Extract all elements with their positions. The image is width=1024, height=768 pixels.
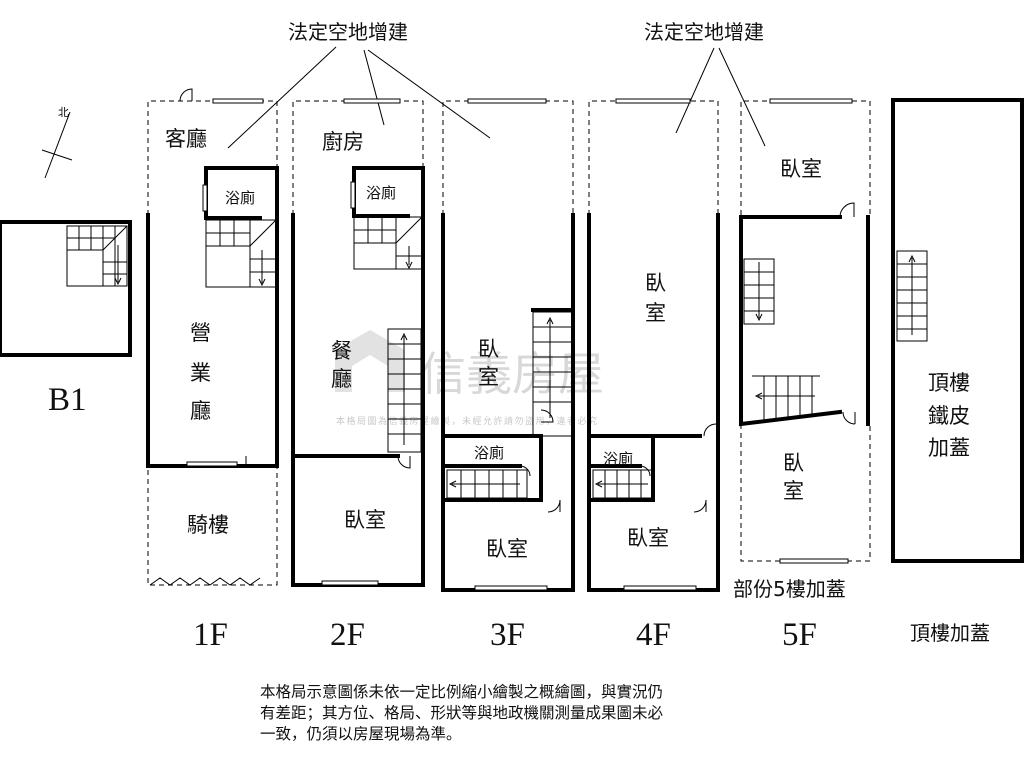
partial-5f-label: 部份5樓加蓋 [733, 577, 846, 601]
stairs-b1 [66, 225, 128, 287]
room-3f-bedroom-top-2: 室 [478, 365, 499, 389]
room-1f-arcade: 騎樓 [187, 513, 229, 537]
compass-north-label: 北 [58, 106, 69, 119]
plan-3f: 臥 室 浴廁 臥室 3F [441, 98, 575, 653]
room-roof-line-1: 頂樓 [928, 371, 970, 395]
room-2f-bath: 浴廁 [366, 184, 396, 202]
floor-label-1f: 1F [193, 617, 228, 653]
room-3f-bath: 浴廁 [474, 444, 504, 462]
room-5f-bedroom-2: 室 [783, 479, 804, 503]
floor-label-b1: B1 [48, 382, 87, 418]
stairs-1f [205, 219, 277, 288]
extension-label-left: 法定空地增建 [288, 20, 408, 44]
disclaimer-line-3: 一致，仍須以房屋現場為準。 [260, 725, 462, 743]
stairs-2f [353, 216, 423, 453]
room-3f-bedroom-top-1: 臥 [478, 337, 499, 361]
room-2f-dining-2: 廳 [331, 367, 352, 391]
floor-label-3f: 3F [490, 617, 525, 653]
plan-b1: B1 [0, 220, 132, 418]
north-compass: 北 [41, 106, 73, 179]
stairs-3f [446, 311, 573, 499]
room-1f-business-2: 業 [190, 361, 211, 385]
room-5f-bedroom-top: 臥室 [780, 157, 822, 181]
extension-leaders-left [227, 46, 491, 149]
plan-5f: 臥室 臥 室 部份5樓加蓋 5F [733, 98, 871, 653]
room-3f-bedroom: 臥室 [486, 537, 528, 561]
stairs-roof [896, 250, 928, 342]
watermark: 信義房屋 本格局圖為信義房屋繪製，未經允許請勿盜用，違者必究 [335, 330, 604, 427]
watermark-notice: 本格局圖為信義房屋繪製，未經允許請勿盜用，違者必究 [336, 415, 599, 427]
room-1f-bath: 浴廁 [225, 189, 255, 207]
disclaimer: 本格局示意圖係未依一定比例縮小繪製之概繪圖，與實況仍 有差距；其方位、格局、形狀… [260, 682, 800, 745]
room-2f-kitchen: 廚房 [322, 130, 364, 154]
plan-roof: 頂樓 鐵皮 加蓋 頂樓加蓋 [891, 98, 1024, 645]
room-2f-bedroom: 臥室 [344, 508, 386, 532]
floor-label-4f: 4F [636, 617, 671, 653]
disclaimer-line-1: 本格局示意圖係未依一定比例縮小繪製之概繪圖，與實況仍 [260, 683, 664, 701]
room-4f-bedroom-top-1: 臥 [645, 271, 666, 295]
floor-label-2f: 2F [330, 617, 365, 653]
floor-label-5f: 5F [782, 617, 817, 653]
plan-4f: 臥 室 浴廁 臥室 4F [587, 98, 720, 653]
disclaimer-line-2: 有差距；其方位、格局、形狀等與地政機關測量成果圖未必 [260, 704, 664, 722]
watermark-brand: 信義房屋 [420, 347, 604, 401]
extension-label-right: 法定空地增建 [644, 20, 764, 44]
room-roof-line-3: 加蓋 [928, 436, 970, 460]
room-4f-bedroom-top-2: 室 [645, 301, 666, 325]
room-1f-business-3: 廳 [190, 399, 211, 423]
plan-1f: 客廳 浴廁 營 業 廳 騎樓 1F [146, 88, 279, 653]
plan-2f: 廚房 浴廁 餐 廳 臥室 2F [291, 98, 425, 653]
room-1f-living: 客廳 [165, 127, 207, 151]
room-roof-line-2: 鐵皮 [928, 404, 970, 428]
room-1f-business-1: 營 [190, 321, 211, 345]
room-4f-bedroom: 臥室 [627, 526, 669, 550]
stairs-4f [592, 469, 654, 499]
room-4f-bath: 浴廁 [603, 450, 633, 468]
stairs-5f [743, 258, 820, 420]
extension-leaders-right [675, 47, 766, 147]
floor-label-roof: 頂樓加蓋 [910, 621, 990, 645]
room-2f-dining-1: 餐 [331, 339, 352, 363]
room-5f-bedroom-1: 臥 [783, 451, 804, 475]
